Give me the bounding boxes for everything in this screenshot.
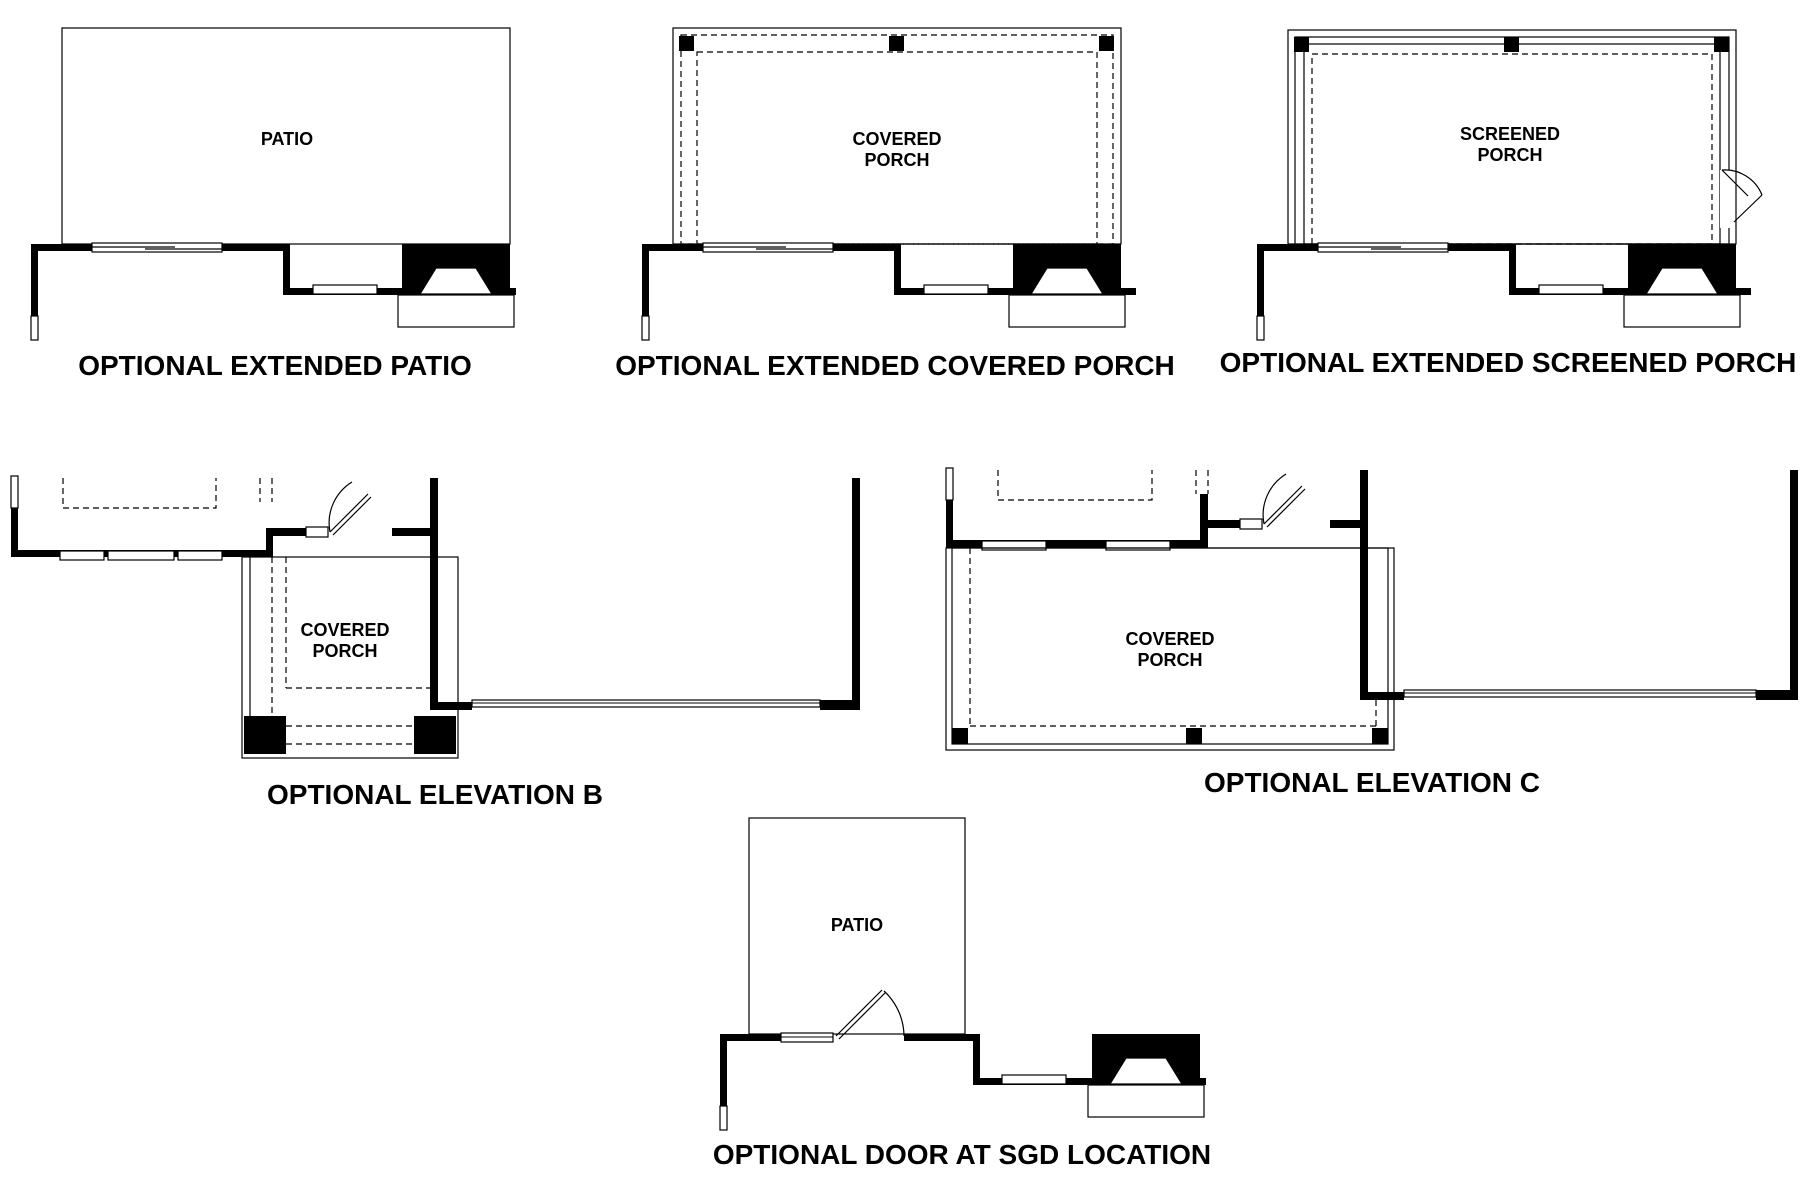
sliding-glass-door bbox=[1317, 242, 1449, 253]
swing-door bbox=[780, 989, 905, 1043]
room-label: SCREENED bbox=[1460, 124, 1560, 144]
ceiling-line bbox=[62, 478, 217, 509]
exterior-wall bbox=[642, 244, 1013, 316]
plan-extended-screened-porch: SCREENED PORCH OPTIONAL EXTENDED SCREENE… bbox=[1220, 29, 1797, 378]
ceiling-line bbox=[286, 725, 414, 745]
exterior-wall bbox=[1756, 470, 1798, 700]
garage-door bbox=[471, 699, 821, 708]
exterior-wall bbox=[1257, 244, 1628, 316]
fireplace bbox=[1623, 244, 1751, 328]
exterior-wall bbox=[392, 478, 472, 710]
room-label: PORCH bbox=[312, 641, 377, 661]
plan-caption: OPTIONAL DOOR AT SGD LOCATION bbox=[713, 1139, 1211, 1170]
window bbox=[59, 550, 105, 561]
wall-end bbox=[10, 475, 19, 509]
plan-door-at-sgd: PATIO OPTIONAL DOOR AT SGD LOCATION bbox=[713, 817, 1211, 1170]
sliding-glass-door bbox=[91, 242, 223, 253]
screen-wall-inner bbox=[1303, 43, 1721, 245]
window bbox=[312, 284, 378, 295]
room-label: COVERED bbox=[1125, 629, 1214, 649]
window bbox=[923, 284, 989, 295]
wall-end bbox=[719, 1105, 728, 1131]
window bbox=[981, 540, 1047, 551]
window bbox=[1001, 1074, 1067, 1085]
plan-caption: OPTIONAL EXTENDED COVERED PORCH bbox=[615, 350, 1175, 381]
wall-end bbox=[945, 467, 954, 501]
fireplace bbox=[1087, 1034, 1206, 1118]
plan-caption: OPTIONAL EXTENDED SCREENED PORCH bbox=[1220, 347, 1797, 378]
column bbox=[952, 728, 968, 744]
ceiling-line bbox=[997, 470, 1153, 501]
window bbox=[1105, 540, 1171, 551]
column bbox=[1714, 37, 1729, 52]
column bbox=[1504, 37, 1519, 52]
plan-caption: OPTIONAL ELEVATION B bbox=[267, 779, 603, 810]
column bbox=[1372, 728, 1388, 744]
garage-door bbox=[1403, 689, 1757, 698]
exterior-wall bbox=[31, 244, 402, 316]
plan-extended-covered-porch: COVERED PORCH OPTIONAL EXTENDED COVERED … bbox=[615, 27, 1175, 381]
exterior-wall bbox=[1330, 470, 1404, 700]
fireplace bbox=[397, 244, 516, 328]
entry-door bbox=[305, 481, 372, 538]
porch-outline bbox=[241, 556, 459, 759]
wall-end bbox=[30, 315, 39, 341]
window bbox=[177, 550, 223, 561]
room-label: COVERED bbox=[852, 129, 941, 149]
room-label: PATIO bbox=[261, 129, 313, 149]
plan-caption: OPTIONAL ELEVATION C bbox=[1204, 767, 1540, 798]
exterior-wall bbox=[11, 508, 306, 557]
exterior-wall bbox=[946, 494, 1240, 548]
sliding-glass-door bbox=[702, 242, 834, 253]
beam-line bbox=[951, 547, 1389, 745]
entry-door bbox=[1239, 473, 1306, 530]
column bbox=[1186, 728, 1202, 744]
screen-door bbox=[1720, 169, 1763, 228]
patio-slab bbox=[748, 817, 966, 1035]
exterior-wall bbox=[720, 1034, 1092, 1106]
plan-elevation-b: COVERED PORCH OPTIONAL ELEVATION B bbox=[10, 475, 860, 810]
exterior-wall bbox=[820, 478, 860, 710]
window bbox=[107, 550, 175, 561]
room-label: COVERED bbox=[300, 620, 389, 640]
plan-extended-patio: PATIO OPTIONAL EXTENDED PATIO bbox=[30, 27, 516, 381]
wall-end bbox=[641, 315, 650, 341]
room-label: PATIO bbox=[831, 915, 883, 935]
column bbox=[1099, 36, 1114, 51]
column bbox=[1294, 37, 1309, 52]
room-label: PORCH bbox=[1477, 145, 1542, 165]
plan-elevation-c: COVERED PORCH OPTIONAL ELEVATION C bbox=[945, 467, 1798, 798]
plan-caption: OPTIONAL EXTENDED PATIO bbox=[78, 350, 472, 381]
fireplace bbox=[1008, 244, 1136, 328]
column bbox=[414, 716, 456, 754]
porch-outline bbox=[945, 547, 1395, 751]
beam-line bbox=[680, 34, 1114, 245]
room-label: PORCH bbox=[1137, 650, 1202, 670]
column bbox=[889, 36, 904, 51]
column bbox=[244, 716, 286, 754]
wall-end bbox=[1256, 315, 1265, 341]
window bbox=[1538, 284, 1604, 295]
column bbox=[679, 36, 694, 51]
room-label: PORCH bbox=[864, 150, 929, 170]
